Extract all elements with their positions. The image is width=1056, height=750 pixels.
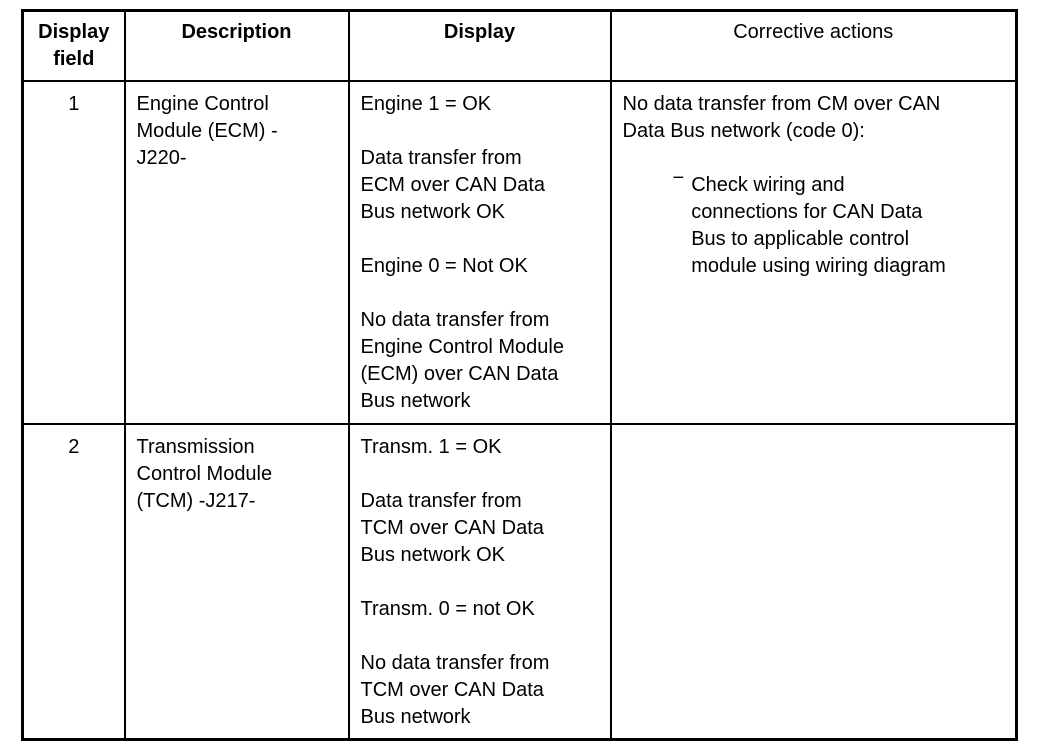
header-display-field: Display field (21, 9, 126, 82)
dash-bullet-marker: − (672, 167, 685, 190)
corrective-bullet-text: Check wiring and connections for CAN Dat… (691, 173, 946, 277)
cell-corrective-actions-2 (609, 422, 1018, 741)
diagnostic-table: Display field Description Display Correc… (21, 9, 1018, 741)
cell-description-1: Engine Control Module (ECM) - J220- (123, 79, 350, 425)
header-display: Display (347, 9, 612, 82)
table-row-1: 1 Engine Control Module (ECM) - J220- En… (21, 79, 1018, 425)
cell-display-field-1: 1 (21, 79, 126, 425)
cell-display-2: Transm. 1 = OK Data transfer from TCM ov… (347, 422, 612, 741)
corrective-bullet-item: − Check wiring and connections for CAN D… (623, 167, 1008, 280)
cell-display-field-2: 2 (21, 422, 126, 741)
cell-description-2: Transmission Control Module (TCM) -J217- (123, 422, 350, 741)
cell-display-1: Engine 1 = OK Data transfer from ECM ove… (347, 79, 612, 425)
table-header-row: Display field Description Display Correc… (21, 9, 1018, 82)
table-row-2: 2 Transmission Control Module (TCM) -J21… (21, 422, 1018, 741)
corrective-intro: No data transfer from CM over CAN Data B… (622, 92, 941, 142)
cell-corrective-actions-1: No data transfer from CM over CAN Data B… (609, 79, 1018, 425)
header-description: Description (123, 9, 350, 82)
header-corrective-actions: Corrective actions (609, 9, 1018, 82)
